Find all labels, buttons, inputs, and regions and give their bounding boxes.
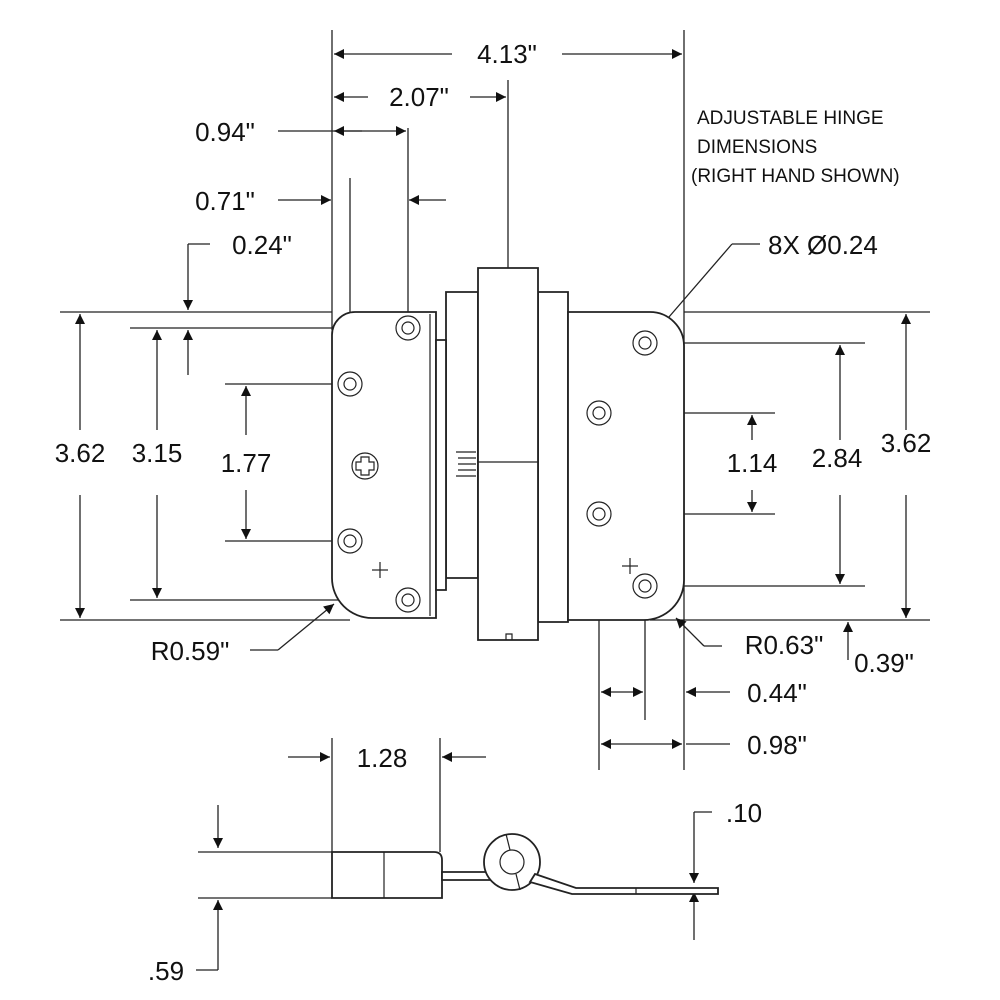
note-hole-callout: 8X Ø0.24 [768, 230, 878, 260]
left-leaf [331, 311, 437, 619]
dim-right-hole-offset-b: 0.98" [747, 730, 807, 760]
right-leaf [567, 311, 685, 621]
dim-side-height: .59 [148, 956, 184, 986]
dim-right-leaf-height: 3.62 [881, 428, 932, 458]
extension-lines [60, 30, 930, 852]
left-leaf-holes [337, 315, 421, 613]
dim-side-width: 1.28 [357, 743, 408, 773]
dim-right-corner-radius: R0.63" [745, 630, 824, 660]
dim-half-width: 2.07" [389, 82, 449, 112]
dim-overall-width: 4.13" [477, 39, 537, 69]
phillips-screw-icon [351, 452, 379, 480]
dim-left-corner-radius: R0.59" [151, 636, 230, 666]
dimension-labels: 4.13" 2.07" 0.94" 0.71" 0.24" 3.62 3.15 … [55, 39, 932, 986]
adjustment-ticks [456, 451, 476, 477]
dimension-lines [75, 49, 911, 971]
dim-left-outer-hole-span: 3.15 [132, 438, 183, 468]
note-title-line1: ADJUSTABLE HINGE [697, 108, 884, 129]
right-leaf-holes [586, 330, 658, 599]
dim-right-inner-hole-span: 1.14 [727, 448, 778, 478]
dim-left-inner-hole-span: 1.77 [221, 448, 272, 478]
dim-bottom-hole-offset: 0.39" [854, 648, 914, 678]
drawing-notes: ADJUSTABLE HINGE DIMENSIONS (RIGHT HAND … [691, 108, 900, 260]
dim-right-hole-offset-a: 0.44" [747, 678, 807, 708]
dim-left-outer-hole-offset: 0.94" [195, 117, 255, 147]
dim-right-outer-hole-span: 2.84 [812, 443, 863, 473]
side-view [198, 833, 719, 899]
hinge-knuckle [435, 267, 569, 641]
dim-side-thickness: .10 [726, 798, 762, 828]
note-title-line3: (RIGHT HAND SHOWN) [691, 166, 900, 187]
dim-top-hole-offset: 0.24" [232, 230, 292, 260]
dim-left-inner-hole-offset: 0.71" [195, 186, 255, 216]
dim-left-leaf-height: 3.62 [55, 438, 106, 468]
note-title-line2: DIMENSIONS [697, 137, 817, 158]
